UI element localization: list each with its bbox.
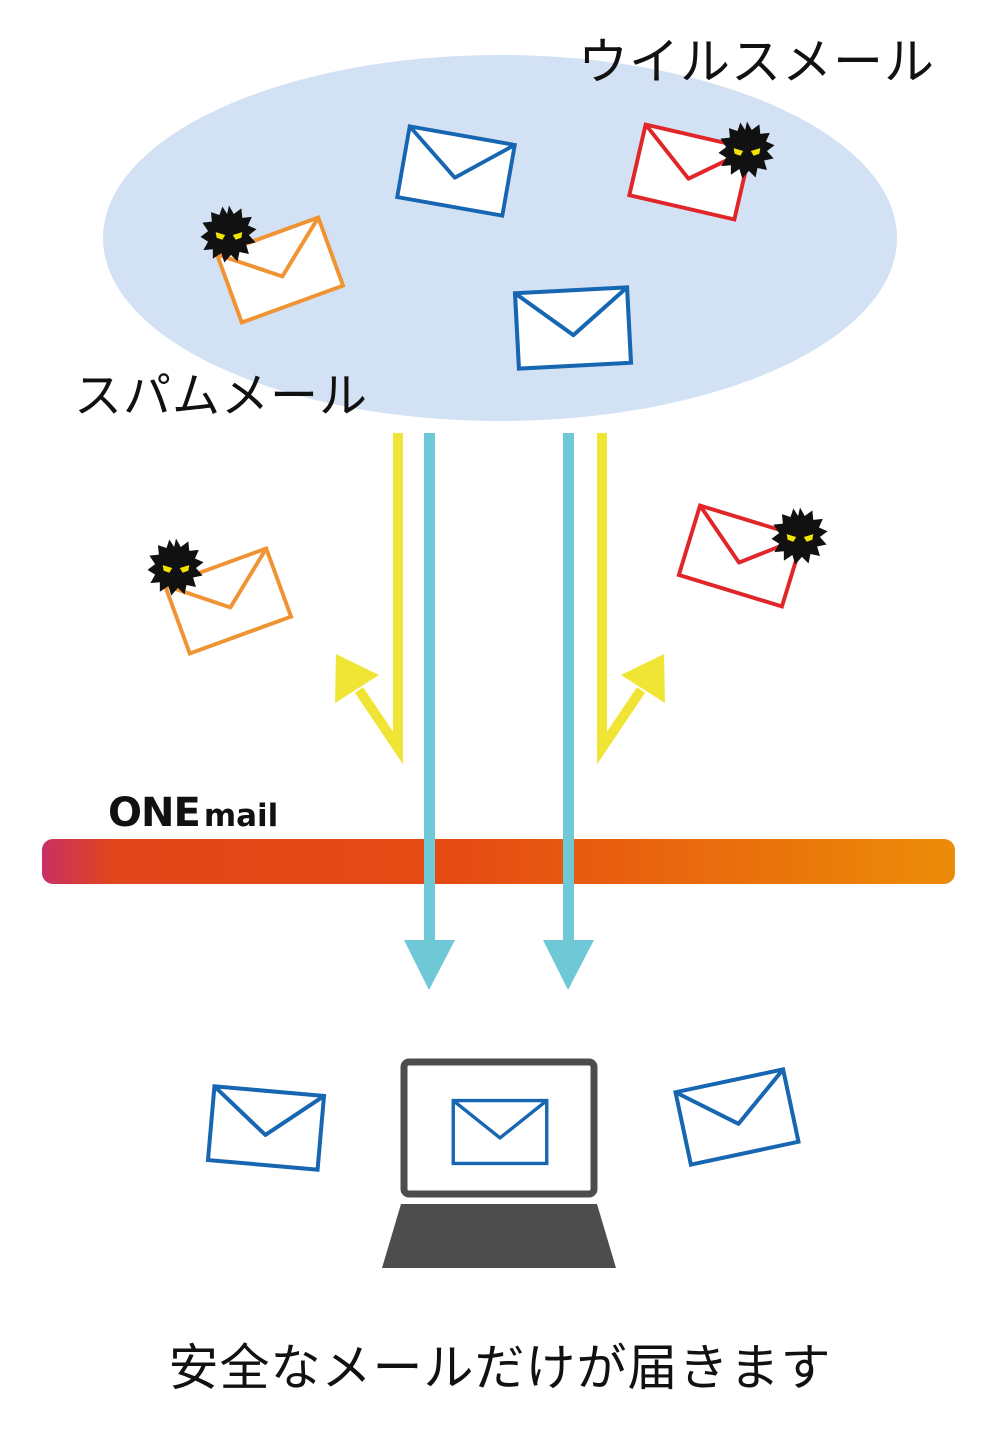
brand-name-light: mail <box>203 798 279 834</box>
safe-mail-envelope-icon <box>673 1067 801 1167</box>
rejected-arrow-right <box>597 433 665 765</box>
brand-name-bold: ONE <box>108 790 201 836</box>
virus-mail-label: ウイルスメール <box>578 33 935 91</box>
safe-mail-envelope-icon <box>451 1098 549 1166</box>
safe-delivery-caption: 安全なメールだけが届きます <box>168 1339 832 1397</box>
delivered-arrow-left <box>404 433 455 990</box>
delivered-arrow-right <box>543 433 594 990</box>
rejected-arrow-left <box>335 433 403 765</box>
safe-mail-envelope-icon <box>515 287 631 368</box>
onemail-filter-bar <box>42 839 955 884</box>
spam-mail-label: スパムメール <box>74 368 369 424</box>
safe-mail-envelope-icon <box>205 1084 327 1172</box>
